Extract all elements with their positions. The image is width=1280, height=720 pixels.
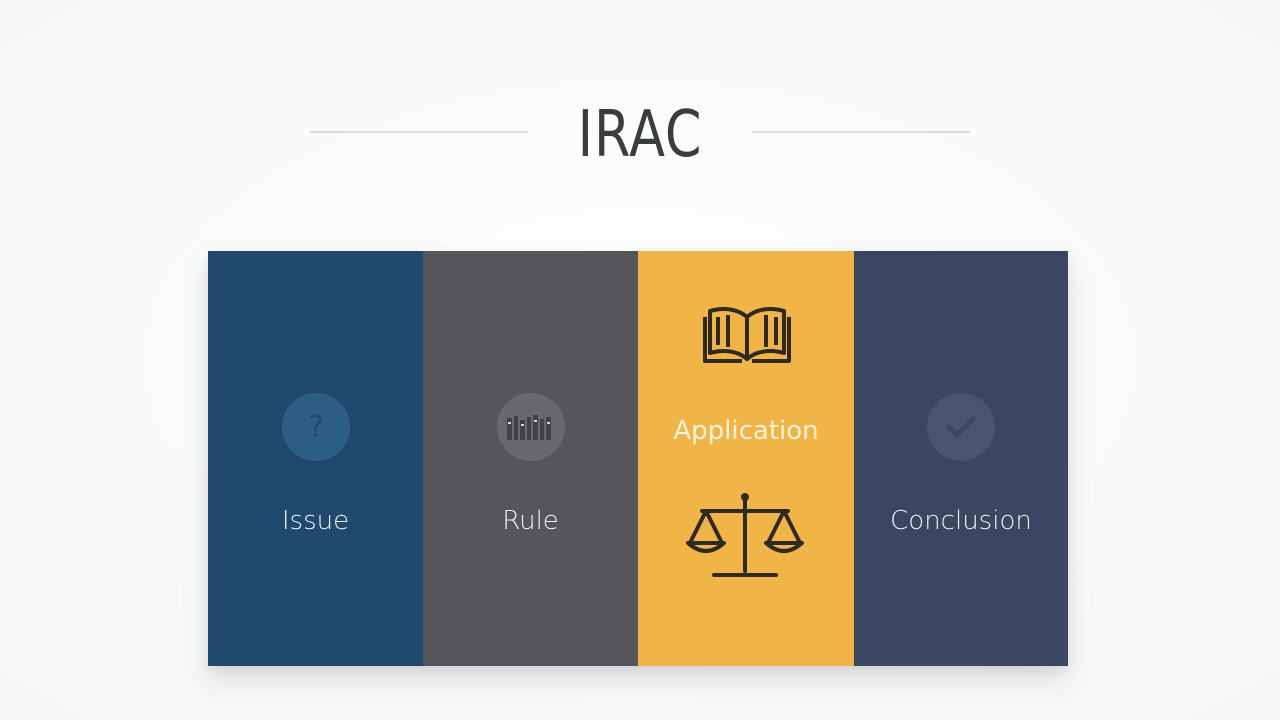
panel-application: Application <box>638 251 854 666</box>
page-title: IRAC <box>577 98 703 172</box>
panel-rule: Rule <box>423 251 638 666</box>
question-icon: ? <box>281 393 350 461</box>
title-row: IRAC <box>0 100 1280 170</box>
panel-issue: ? Issue <box>208 251 423 666</box>
panel-conclusion-label: Conclusion <box>890 506 1032 536</box>
svg-text:?: ? <box>308 410 324 445</box>
panel-rule-label: Rule <box>502 506 559 536</box>
panel-conclusion: Conclusion <box>854 251 1068 666</box>
checkmark-icon <box>927 393 995 461</box>
books-icon <box>496 393 565 461</box>
irac-panels: ? Issue <box>208 251 1068 666</box>
open-book-icon <box>703 307 791 363</box>
scales-of-justice-icon <box>686 493 804 577</box>
panel-application-label: Application <box>673 416 819 446</box>
title-divider-left <box>310 131 528 133</box>
title-divider-right <box>752 131 970 133</box>
panel-issue-label: Issue <box>281 506 350 536</box>
